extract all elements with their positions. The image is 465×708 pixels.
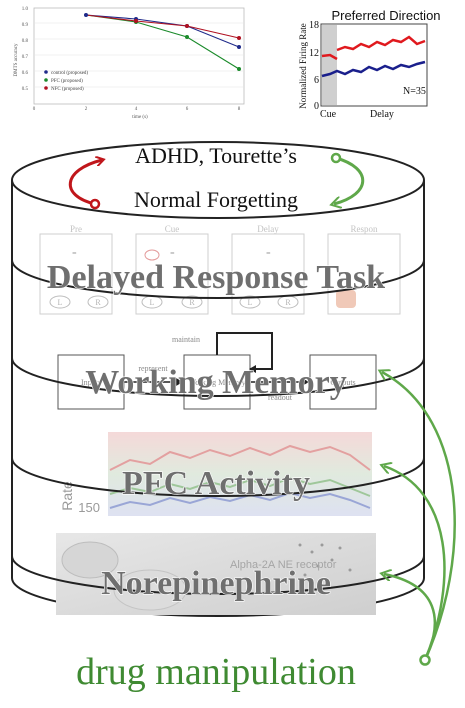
layer-label-delayed-response: Delayed Response Task (47, 259, 385, 296)
ytick-label: 0.5 (22, 87, 29, 92)
layer-label-norepinephrine: Norepinephrine (101, 565, 331, 602)
norepinephrine-image: Alpha-2A NE receptor (56, 533, 376, 615)
button-label: L (248, 298, 253, 307)
pfc-plot-background (108, 432, 372, 516)
firing-line-nonpreferred (321, 60, 426, 78)
working-memory-diagram: Inputs Working Memory Outputs maintain r… (57, 332, 377, 410)
series-line-control (85, 14, 240, 48)
firing-xtick: Delay (370, 109, 394, 120)
green-arrow-tail (330, 152, 342, 164)
pfc-trace-blue (109, 491, 371, 509)
xtick-label: 4 (135, 107, 138, 112)
panel-header: Cue (165, 224, 180, 234)
firing-ytick: 18 (309, 20, 319, 31)
drug-arrow-to-working-memory (382, 372, 456, 661)
ne-background-text: Alpha-2A NE receptor (230, 559, 337, 571)
n-annotation: N=35 (403, 86, 426, 97)
pfc-axis-tick: 150 (78, 500, 100, 515)
red-curved-arrow (68, 160, 102, 206)
firing-line-preferred-cue (321, 53, 338, 61)
legend-entry: NFC (proposed) (51, 87, 84, 92)
legend-entry: PFC (proposed) (51, 79, 83, 84)
plot-grid (34, 22, 244, 88)
xtick-label: 8 (238, 107, 241, 112)
drug-manipulation-arrows (382, 372, 456, 666)
node-label-working-memory: Working Memory (188, 378, 245, 387)
firing-xtick: Cue (320, 109, 337, 120)
layer-divider (11, 555, 425, 595)
cue-stimulus (144, 249, 160, 261)
top-left-plot: 1.0 0.9 0.8 0.7 0.6 0.5 0 2 4 6 8 time (… (14, 7, 245, 120)
firing-line-preferred (336, 35, 426, 52)
button-label: R (285, 298, 291, 307)
button-label: L (58, 298, 63, 307)
fixation-mark: - (72, 245, 77, 260)
fixation-mark: - (266, 245, 271, 260)
firing-ytick: 6 (314, 75, 319, 86)
y-axis-label: DMTS accuracy (14, 43, 19, 76)
top-disc-content: ADHD, Tourette’s Normal Forgetting (68, 143, 365, 212)
cue-shade (322, 25, 337, 105)
panel-header: Delay (257, 224, 279, 234)
node-label-outputs: Outputs (330, 378, 355, 387)
ytick-label: 0.8 (22, 39, 29, 44)
series-markers (84, 13, 241, 71)
cylinder-top (11, 141, 425, 219)
layer-label-working-memory: Working Memory (85, 364, 347, 401)
edge-label-maintain: maintain (172, 335, 200, 344)
xtick-label: 6 (186, 107, 189, 112)
maintain-loop-arrow (216, 332, 273, 373)
pfc-trace-green (109, 476, 371, 497)
firing-plot-title: Preferred Direction (331, 8, 440, 23)
firing-y-axis-label: Normalized Firing Rate (298, 23, 308, 108)
ytick-label: 0.6 (22, 71, 29, 76)
green-curved-arrow (334, 156, 365, 204)
ytick-label: 0.7 (22, 55, 29, 60)
drug-manipulation-label: drug manipulation (76, 651, 356, 693)
node-label-inputs: Inputs (81, 378, 101, 387)
button-label: R (95, 298, 101, 307)
panel-header: Pre (70, 224, 82, 234)
xtick-label: 0 (33, 107, 36, 112)
button-label: L (150, 298, 155, 307)
layer-divider (11, 357, 425, 397)
pfc-axis-label: Rate (59, 481, 75, 511)
firing-ytick: 12 (309, 48, 319, 59)
ytick-label: 0.9 (22, 23, 29, 28)
red-arrow-tail (89, 198, 101, 210)
xtick-label: 2 (85, 107, 88, 112)
panel-header: Respon (351, 224, 379, 234)
edge-label-readout: readout (268, 393, 293, 402)
drug-arrow-to-norepinephrine (384, 574, 437, 661)
button-label: R (189, 298, 195, 307)
top-right-plot: Preferred Direction 18 12 6 0 Cue Delay … (298, 8, 441, 120)
delayed-response-panels: Pre Cue Delay Respon - - - L R L R (39, 224, 401, 315)
cylinder-stack: Pre Cue Delay Respon - - - L R L R (11, 141, 425, 617)
hand-icon (336, 290, 356, 308)
forgetting-label: Normal Forgetting (134, 187, 298, 212)
layer-divider (11, 259, 425, 299)
legend-entry: control (proposed) (51, 71, 88, 76)
plot-legend: control (proposed) PFC (proposed) NFC (p… (44, 70, 88, 92)
layer-label-pfc-activity: PFC Activity (122, 465, 310, 502)
plot-frame (33, 7, 245, 105)
edge-label-represent: represent (138, 364, 168, 373)
ytick-label: 1.0 (22, 7, 29, 12)
pfc-activity-plot: Rate 150 (59, 432, 372, 516)
fixation-mark: - (170, 245, 175, 260)
layer-divider (11, 457, 425, 497)
drug-arrow-origin (419, 654, 431, 666)
x-axis-label: time (s) (132, 115, 148, 120)
pfc-trace-red (109, 444, 371, 471)
firing-ytick: 0 (314, 101, 319, 112)
series-line-nfc (85, 14, 240, 39)
disorder-label: ADHD, Tourette’s (135, 143, 297, 168)
